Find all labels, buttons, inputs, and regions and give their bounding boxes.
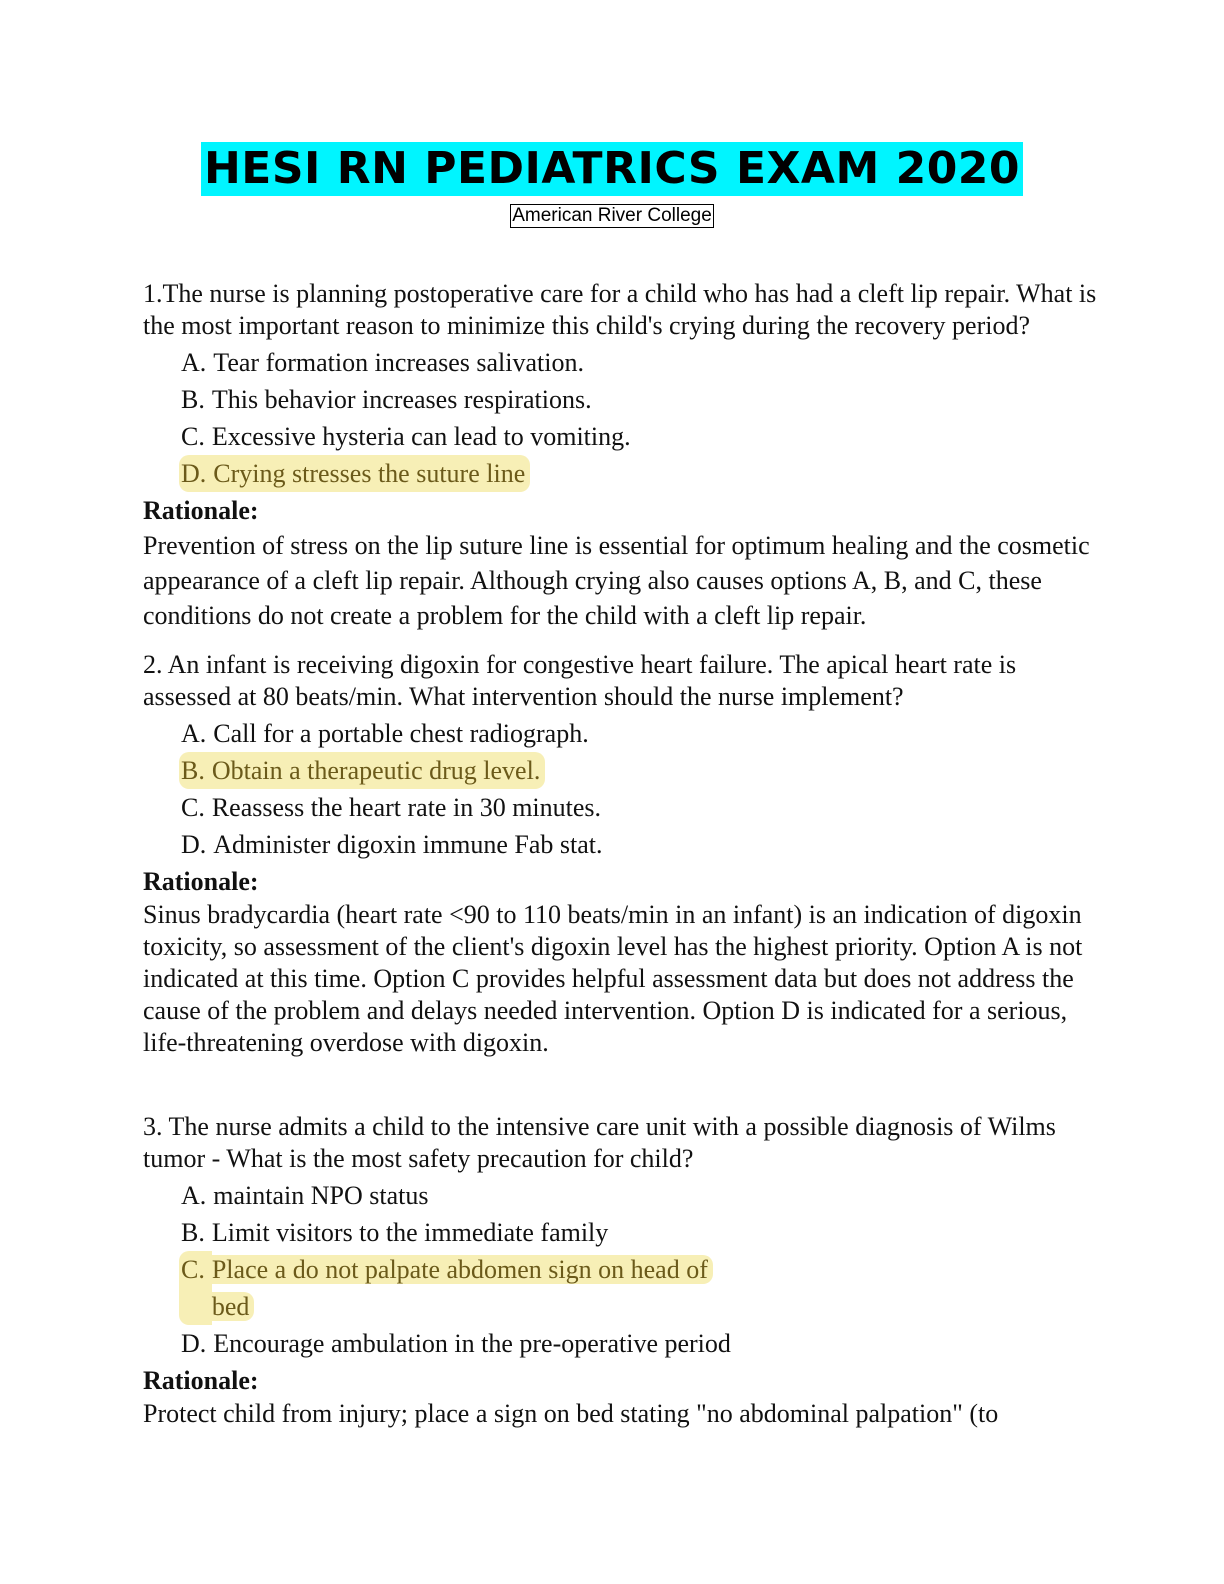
- rationale-heading: Rationale:: [143, 1366, 259, 1395]
- option-text: Limit visitors to the immediate family: [211, 1218, 609, 1247]
- option-text: Place a do not palpate abdomen sign on h…: [211, 1255, 713, 1321]
- highlighted-answer-option: D. Crying stresses the suture line: [179, 455, 1103, 492]
- question-stem: 1.The nurse is planning postoperative ca…: [143, 279, 1097, 340]
- answer-option: B. Limit visitors to the immediate famil…: [181, 1214, 1103, 1251]
- rationale-heading: Rationale:: [143, 867, 259, 896]
- document-body: 1.The nurse is planning postoperative ca…: [143, 278, 1103, 1430]
- option-text-wrapper: Place a do not palpate abdomen sign on h…: [211, 1251, 752, 1325]
- option-text: This behavior increases respirations.: [211, 385, 592, 414]
- rationale-heading: Rationale:: [143, 496, 259, 525]
- spacer: [143, 633, 1103, 649]
- option-text: Administer digoxin immune Fab stat.: [213, 830, 603, 859]
- rationale-text: Prevention of stress on the lip suture l…: [143, 531, 1090, 630]
- option-letter: B.: [179, 752, 212, 789]
- document-title: HESI RN PEDIATRICS EXAM 2020: [200, 142, 1024, 196]
- answer-option: B. This behavior increases respirations.: [181, 381, 1103, 418]
- subtitle-container: American River College: [0, 204, 1224, 228]
- answer-options: A. maintain NPO status B. Limit visitors…: [143, 1177, 1103, 1362]
- option-letter: C.: [181, 793, 205, 822]
- title-container: HESI RN PEDIATRICS EXAM 2020: [0, 142, 1224, 196]
- option-letter: C.: [181, 422, 205, 451]
- question-block: 1.The nurse is planning postoperative ca…: [143, 278, 1103, 633]
- option-letter: B.: [181, 385, 205, 414]
- option-text: Tear formation increases salivation.: [213, 348, 584, 377]
- question-stem: 2. An infant is receiving digoxin for co…: [143, 650, 1017, 711]
- rationale-text: Protect child from injury; place a sign …: [143, 1399, 999, 1428]
- option-letter: D.: [179, 455, 214, 492]
- option-text: Encourage ambulation in the pre-operativ…: [213, 1329, 731, 1358]
- answer-option: A. maintain NPO status: [181, 1177, 1103, 1214]
- spacer: [143, 1059, 1103, 1111]
- question-stem: 3. The nurse admits a child to the inten…: [143, 1112, 1056, 1173]
- option-text: Reassess the heart rate in 30 minutes.: [211, 793, 602, 822]
- option-text: Crying stresses the suture line: [213, 455, 531, 492]
- option-letter: D.: [181, 830, 207, 859]
- question-block: 3. The nurse admits a child to the inten…: [143, 1111, 1103, 1430]
- answer-option: C. Reassess the heart rate in 30 minutes…: [181, 789, 1103, 826]
- option-text: Call for a portable chest radiograph.: [213, 719, 589, 748]
- option-letter: D.: [181, 1329, 207, 1358]
- answer-options: A. Call for a portable chest radiograph.…: [143, 715, 1103, 863]
- option-letter: A.: [181, 719, 207, 748]
- option-letter: A.: [181, 348, 207, 377]
- option-letter: C.: [179, 1251, 212, 1325]
- answer-option: C. Excessive hysteria can lead to vomiti…: [181, 418, 1103, 455]
- option-letter: B.: [181, 1218, 205, 1247]
- option-text: Excessive hysteria can lead to vomiting.: [211, 422, 631, 451]
- highlighted-answer-option: B. Obtain a therapeutic drug level.: [179, 752, 1103, 789]
- answer-option: A. Tear formation increases salivation.: [181, 344, 1103, 381]
- option-text: Obtain a therapeutic drug level.: [211, 752, 546, 789]
- option-letter: A.: [181, 1181, 207, 1210]
- option-text: maintain NPO status: [213, 1181, 429, 1210]
- highlighted-answer-option: C. Place a do not palpate abdomen sign o…: [179, 1251, 1103, 1325]
- rationale-text: Sinus bradycardia (heart rate <90 to 110…: [143, 900, 1083, 1057]
- question-block: 2. An infant is receiving digoxin for co…: [143, 649, 1103, 1059]
- answer-option: D. Encourage ambulation in the pre-opera…: [181, 1325, 1103, 1362]
- institution-label: American River College: [510, 204, 714, 228]
- answer-options: A. Tear formation increases salivation. …: [143, 344, 1103, 492]
- answer-option: D. Administer digoxin immune Fab stat.: [181, 826, 1103, 863]
- answer-option: A. Call for a portable chest radiograph.: [181, 715, 1103, 752]
